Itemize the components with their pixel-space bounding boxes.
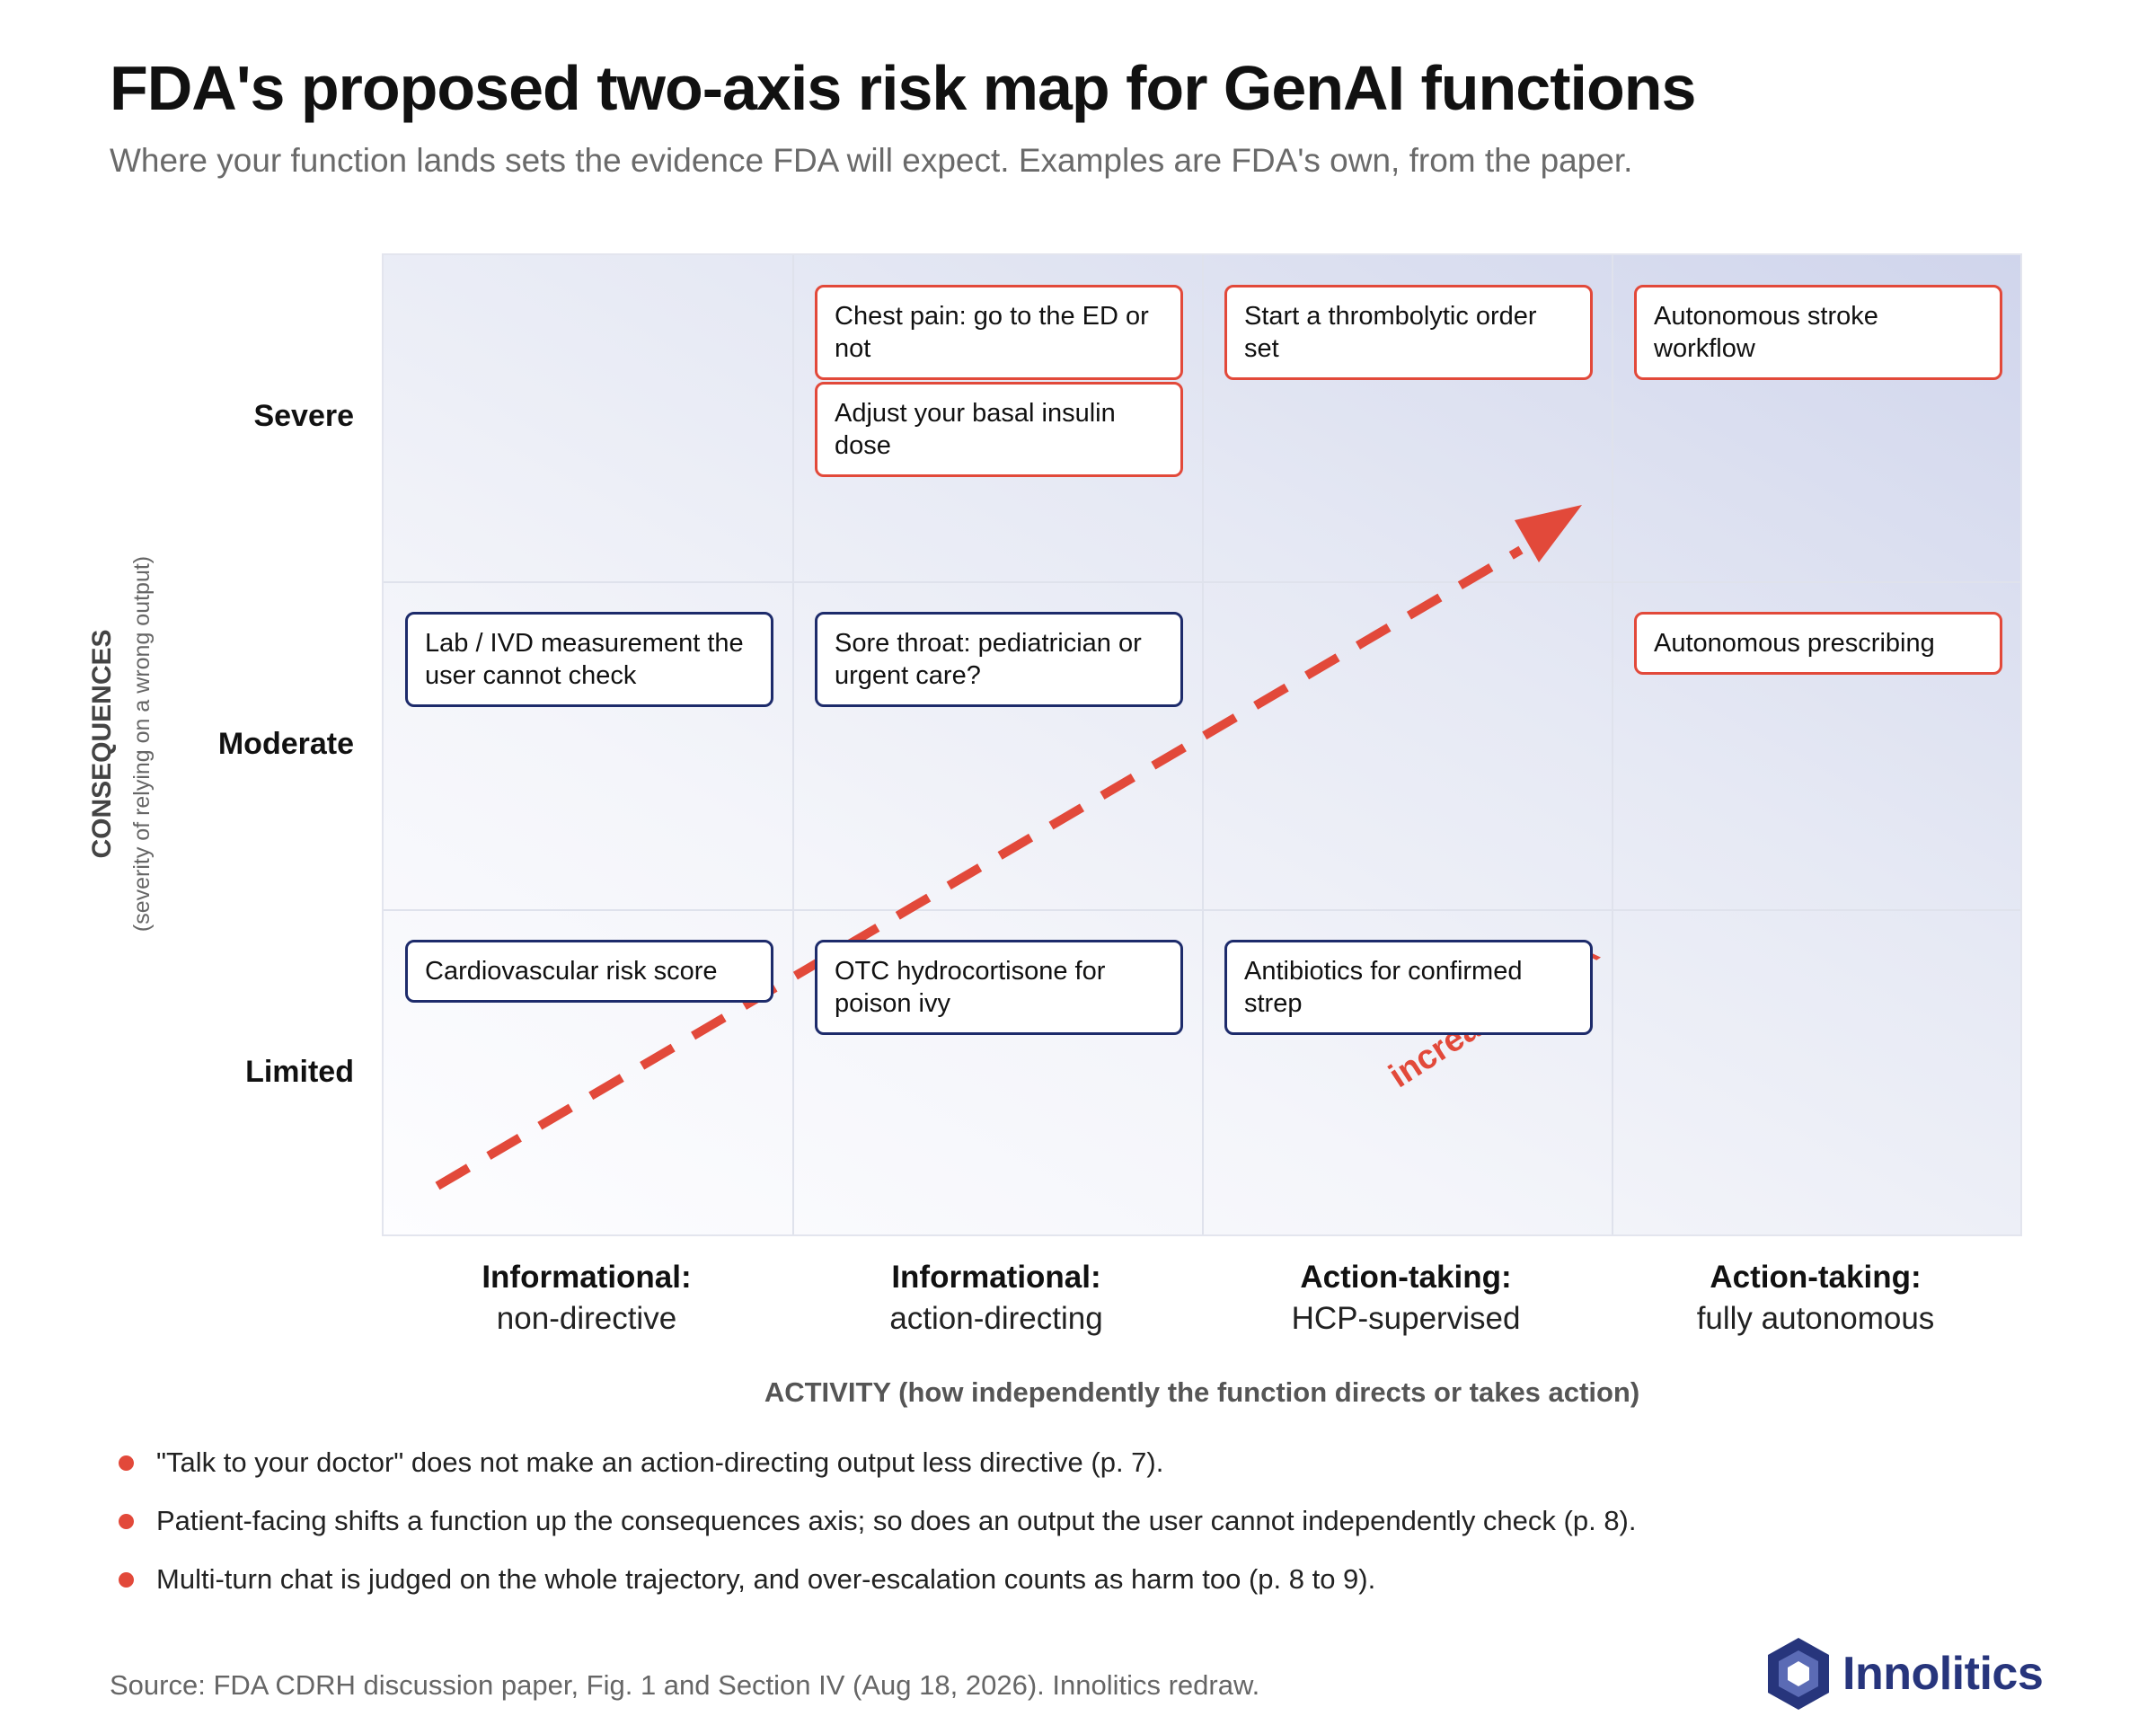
- row-label-severe: Severe: [253, 399, 354, 433]
- note-item: "Talk to your doctor" does not make an a…: [119, 1443, 1637, 1501]
- column-label-line1: Informational:: [891, 1260, 1101, 1295]
- column-label-line2: non-directive: [496, 1301, 677, 1336]
- risk-arrow-shaft: [435, 545, 1524, 1190]
- notes-list: "Talk to your doctor" does not make an a…: [119, 1443, 1637, 1618]
- column-label-hcp-supervised: Action-taking: HCP-supervised: [1201, 1258, 1611, 1340]
- page-title: FDA's proposed two-axis risk map for Gen…: [110, 53, 1696, 123]
- column-label-line2: HCP-supervised: [1291, 1301, 1521, 1336]
- example-card-thrombolytic: Start a thrombolytic order set: [1224, 285, 1593, 380]
- innolitics-logo: Innolitics: [1763, 1633, 2044, 1714]
- grid-divider: [384, 581, 2020, 583]
- column-label-line1: Informational:: [482, 1260, 692, 1295]
- note-text: Multi-turn chat is judged on the whole t…: [156, 1563, 1376, 1595]
- example-card-cv-risk: Cardiovascular risk score: [405, 940, 773, 1003]
- bullet-dot-icon: [119, 1455, 134, 1471]
- example-card-sore-throat: Sore throat: pediatrician or urgent care…: [815, 612, 1183, 707]
- x-axis-title: ACTIVITY (how independently the function…: [764, 1376, 1640, 1408]
- row-label-limited: Limited: [245, 1055, 354, 1089]
- page-subtitle: Where your function lands sets the evide…: [110, 142, 1633, 179]
- example-card-antibiotics: Antibiotics for confirmed strep: [1224, 940, 1593, 1035]
- example-card-lab-ivd: Lab / IVD measurement the user cannot ch…: [405, 612, 773, 707]
- column-label-non-directive: Informational: non-directive: [382, 1258, 791, 1340]
- column-label-line2: fully autonomous: [1696, 1301, 1935, 1336]
- y-axis-subtitle: (severity of relying on a wrong output): [129, 555, 155, 933]
- column-label-line1: Action-taking:: [1710, 1260, 1922, 1295]
- example-card-autonomous-prescribing: Autonomous prescribing: [1634, 612, 2002, 675]
- grid-divider: [1612, 255, 1613, 1234]
- example-card-stroke-workflow: Autonomous stroke workflow: [1634, 285, 2002, 380]
- column-label-action-directing: Informational: action-directing: [791, 1258, 1201, 1340]
- y-axis-title: CONSEQUENCES: [87, 629, 117, 859]
- note-text: Patient-facing shifts a function up the …: [156, 1505, 1637, 1536]
- example-card-otc-hydrocortisone: OTC hydrocortisone for poison ivy: [815, 940, 1183, 1035]
- grid-divider: [1202, 255, 1204, 1234]
- bullet-dot-icon: [119, 1572, 134, 1588]
- grid-divider: [384, 909, 2020, 911]
- column-label-line2: action-directing: [889, 1301, 1103, 1336]
- note-item: Patient-facing shifts a function up the …: [119, 1501, 1637, 1560]
- column-label-line1: Action-taking:: [1300, 1260, 1512, 1295]
- example-card-basal-insulin: Adjust your basal insulin dose: [815, 382, 1183, 477]
- column-label-fully-autonomous: Action-taking: fully autonomous: [1611, 1258, 2020, 1340]
- risk-arrow-head: [1515, 505, 1582, 562]
- bullet-dot-icon: [119, 1514, 134, 1529]
- increasing-risk-arrow: [435, 505, 1582, 1190]
- risk-matrix: increasing risk Chest pain: go to the ED…: [382, 253, 2022, 1236]
- hexagon-logo-icon: [1768, 1638, 1829, 1710]
- grid-divider: [792, 255, 794, 1234]
- note-text: "Talk to your doctor" does not make an a…: [156, 1446, 1164, 1478]
- example-card-chest-pain: Chest pain: go to the ED or not: [815, 285, 1183, 380]
- row-label-moderate: Moderate: [217, 727, 354, 761]
- logo-wordmark: Innolitics: [1842, 1648, 2044, 1700]
- note-item: Multi-turn chat is judged on the whole t…: [119, 1560, 1637, 1618]
- source-citation: Source: FDA CDRH discussion paper, Fig. …: [110, 1669, 1260, 1701]
